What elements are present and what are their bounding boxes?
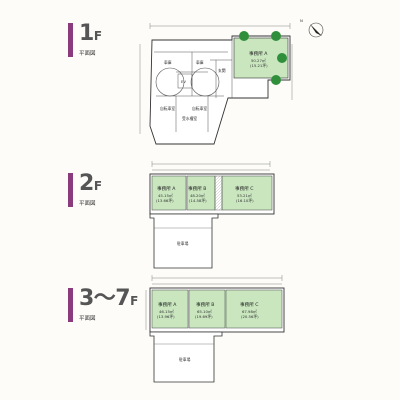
office-name: 事務所 A [158, 301, 177, 308]
office-a-area: 50.27㎡ [251, 58, 266, 63]
floor-number: 3〜7 [79, 286, 131, 311]
office-b-3-7f [188, 289, 226, 329]
office-a-name: 事務所 A [249, 50, 268, 57]
office-tsubo: (16.10坪) [236, 198, 254, 203]
room-label: 車庫 [164, 60, 172, 65]
svg-text:N: N [300, 18, 303, 23]
floor-3-7-heading: 3〜7F 平面図 [68, 287, 138, 322]
room-label: 自転車室 [192, 106, 207, 111]
office-name: 事務所 B [188, 185, 206, 192]
tree-icon [271, 75, 281, 85]
office-name: 事務所 C [240, 301, 258, 308]
room-label: 車庫 [196, 60, 204, 65]
floor-1-heading: 1F 平面図 [68, 22, 102, 57]
tree-icon [277, 53, 287, 63]
floor-unit: F [93, 29, 102, 43]
office-name: 事務所 B [196, 301, 214, 308]
room-label: 受水槽室 [182, 116, 197, 121]
room-label: EV [181, 79, 186, 84]
office-area: 53.21㎡ [237, 193, 252, 198]
room-label: 玄関 [218, 68, 226, 73]
tree-icon [239, 31, 249, 41]
office-a-2f [151, 175, 187, 211]
plan-3-7f: 事務所 A 46.15㎡ (13.96坪) 事務所 B 65.10㎡ (19.6… [145, 275, 285, 383]
floor-accent-bar [68, 173, 73, 207]
floor-number: 1 [79, 21, 94, 46]
turntable-right [190, 67, 220, 97]
interior-walls [154, 40, 233, 132]
stair-core [214, 175, 223, 211]
tree-icons [239, 31, 287, 85]
floor-subtitle: 平面図 [79, 201, 96, 207]
office-tsubo: (19.69坪) [195, 314, 213, 319]
office-c-2f [221, 175, 273, 211]
floor-2-heading: 2F 平面図 [68, 172, 102, 207]
office-name: 事務所 C [235, 185, 253, 192]
floor-unit: F [93, 179, 102, 193]
floor-subtitle: 平面図 [79, 51, 96, 57]
dimension-lines [151, 161, 271, 171]
office-area: 65.10㎡ [197, 309, 212, 314]
office-area: 46.15㎡ [159, 309, 174, 314]
office-tsubo: (13.96坪) [157, 314, 175, 319]
office-tsubo: (13.66坪) [156, 198, 174, 203]
tree-icon [271, 31, 281, 41]
office-area: 48.20㎡ [190, 193, 205, 198]
room-label: 自転車室 [160, 106, 175, 111]
floor-accent-bar [68, 288, 73, 322]
office-area: 45.15㎡ [158, 193, 173, 198]
office-a-tsubo: (15.21坪) [250, 63, 268, 68]
floor-accent-bar [68, 23, 73, 57]
parking-outline [149, 213, 219, 269]
office-tsubo: (14.58坪) [189, 198, 207, 203]
floor-unit: F [130, 294, 138, 308]
parking-label: 駐車場 [179, 357, 191, 362]
office-name: 事務所 A [157, 185, 176, 192]
office-a-3-7f [151, 289, 189, 329]
office-c-3-7f [225, 289, 283, 329]
plan-1f: N 事務所 A 50.27㎡ [139, 18, 324, 145]
plan-2f: 事務所 A 45.15㎡ (13.66坪) 事務所 B 48.20㎡ (14.5… [149, 161, 275, 269]
floor-subtitle: 平面図 [79, 316, 96, 322]
north-compass-icon: N [300, 18, 324, 38]
turntable-left [155, 67, 185, 97]
office-area: 67.98㎡ [242, 309, 257, 314]
office-tsubo: (20.56坪) [241, 314, 259, 319]
dimension-lines [145, 275, 283, 330]
parking-outline [149, 331, 223, 383]
office-b-2f [186, 175, 216, 211]
parking-label: 駐車場 [177, 241, 189, 246]
floor-number: 2 [79, 171, 94, 196]
